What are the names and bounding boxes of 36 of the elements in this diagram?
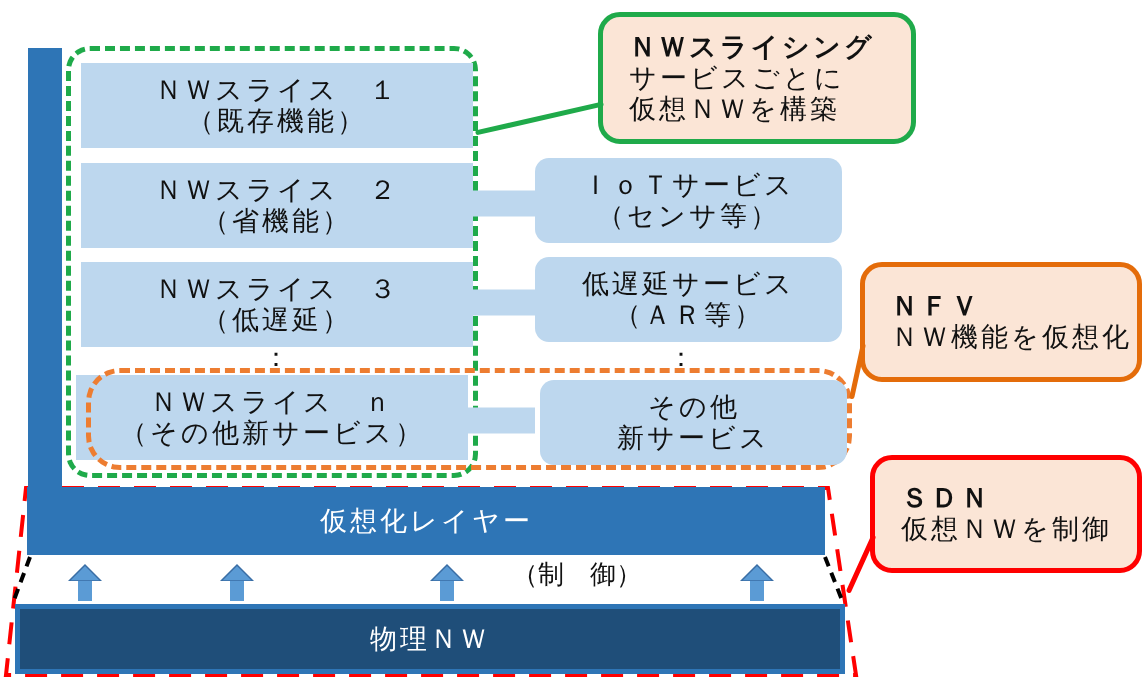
service-box (535, 257, 842, 342)
box-text: ＩｏＴサービス（センサ等） (582, 169, 795, 232)
control-label: （制 御） (512, 558, 642, 591)
callout-box (598, 12, 916, 144)
ellipsis-mark: ： (263, 341, 289, 374)
layer-bar (15, 604, 845, 674)
up-arrow (740, 564, 774, 601)
slice-box (81, 262, 473, 347)
up-arrow (220, 564, 254, 601)
layer-label: 仮想化レイヤー (319, 505, 533, 537)
box-text: 低遅延サービス（ＡＲ等） (582, 268, 795, 331)
service-box (540, 380, 847, 465)
callout-heading: ＮＷスライシング (629, 31, 875, 63)
box-text: ＮＷスライス ３（低遅延） (155, 273, 399, 336)
callout-text: サービスごとに仮想ＮＷを構築 (629, 62, 845, 125)
callout-text: ＮＷ機能を仮想化 (891, 322, 1132, 353)
callout-text: 仮想ＮＷを制御 (901, 514, 1112, 545)
up-arrow (430, 564, 464, 601)
box-text: ＮＷスライス ｎ（その他新サービス） (119, 386, 425, 449)
layer-label: 物理ＮＷ (370, 623, 490, 655)
box-text: ＮＷスライス ２（省機能） (155, 174, 399, 237)
side-bar (28, 48, 62, 488)
up-arrow (68, 564, 102, 601)
slice-box (76, 375, 468, 460)
layer-bar (27, 487, 825, 555)
ellipsis-mark: ： (668, 341, 694, 374)
box-text: ＮＷスライス １（既存機能） (155, 74, 399, 137)
callout-heading: ＮＦＶ (891, 291, 981, 322)
service-box (535, 158, 842, 243)
slice-box (81, 163, 473, 248)
callout-box (860, 262, 1142, 382)
slice-box (81, 63, 473, 148)
callout-box (870, 455, 1142, 573)
dashed-region (66, 46, 478, 478)
callout-heading: ＳＤＮ (901, 483, 991, 514)
box-text: その他新サービス (617, 391, 770, 454)
